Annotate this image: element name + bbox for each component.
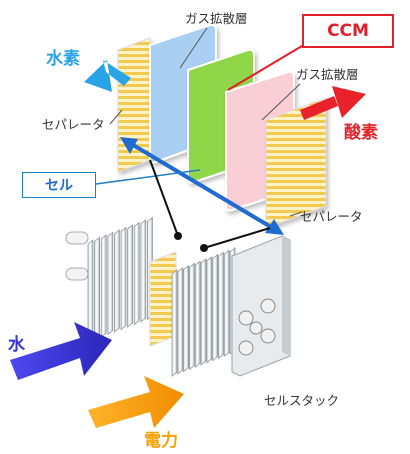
cooling-fin: [133, 221, 140, 326]
power-arrow: [88, 376, 184, 428]
cooling-fin: [94, 236, 100, 341]
separator-plate-right: [265, 97, 327, 229]
gas-diffusion-layer-right-label: ガス拡散層: [296, 67, 359, 82]
leader-line-separator-right: [289, 211, 303, 217]
hydrogen-arrow: [84, 60, 131, 92]
cooling-fin: [218, 251, 224, 360]
cooling-fin: [100, 234, 107, 338]
leader-line-separator-left: [109, 109, 123, 125]
ccm-label: CCM: [327, 21, 369, 41]
zoom-line-right: [203, 227, 271, 249]
oxygen-arrow: [300, 86, 366, 120]
power-label: 電力: [144, 431, 178, 451]
cooling-fin: [107, 231, 114, 336]
cell-label: セル: [45, 178, 73, 194]
cooling-fin: [200, 258, 207, 366]
cell-label-connector: [95, 169, 201, 185]
leader-line-gdl-right: [261, 83, 301, 121]
separator-left-label: セパレータ: [42, 117, 105, 132]
cell-label-box: セル: [22, 172, 96, 198]
cell-span-arrowhead-left: [120, 137, 138, 154]
cell-stack-right-block: [171, 235, 291, 377]
cooling-fin: [223, 249, 230, 357]
cooling-fin: [183, 264, 189, 373]
cooling-fin: [114, 229, 120, 333]
oxygen-label: 酸素: [344, 123, 378, 143]
zoom-dot-left: [174, 232, 182, 240]
cell-span-line: [126, 140, 278, 232]
cooling-fin: [194, 260, 201, 369]
cooling-fin: [212, 253, 218, 362]
cooling-fin: [189, 262, 195, 371]
cooling-fin: [140, 219, 147, 323]
cell-stack-left-block: [65, 216, 153, 343]
water-arrow: [10, 322, 112, 380]
separator-right-label: セパレータ: [300, 209, 363, 224]
cooling-fin: [127, 224, 133, 328]
cooling-fin: [87, 239, 94, 343]
cell-stack-label: セルスタック: [264, 393, 340, 408]
cooling-fin: [120, 226, 127, 331]
cell-span-arrowhead-right: [265, 219, 284, 235]
leader-line-gdl-top: [179, 27, 208, 69]
cooling-fin: [206, 255, 213, 364]
hydrogen-label: 水素: [46, 49, 80, 69]
zoom-dot-right: [200, 244, 208, 252]
ccm-label-box: CCM: [302, 14, 394, 48]
gas-diffusion-layer-top-label: ガス拡散層: [185, 11, 248, 26]
cooling-fin: [177, 266, 184, 375]
zoom-line-left: [149, 159, 179, 237]
leader-line-ccm: [227, 39, 313, 91]
cooling-fin: [171, 269, 178, 377]
end-plate-bolts: [238, 298, 276, 356]
water-label: 水: [8, 335, 25, 355]
